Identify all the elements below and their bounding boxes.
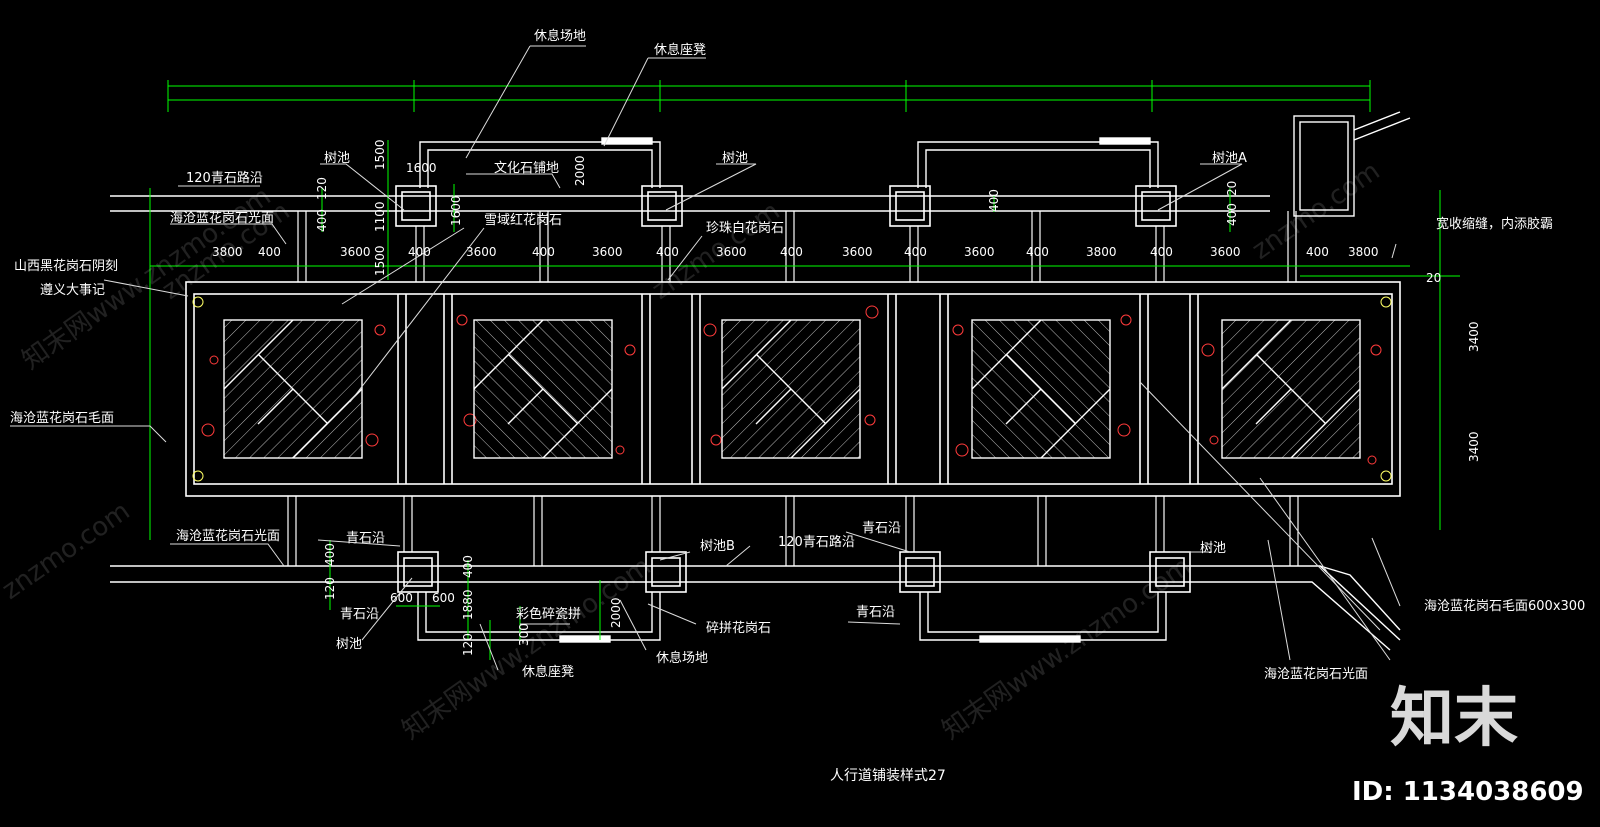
top-dimension-chain	[167, 80, 1371, 112]
label-color-mosaic: 彩色碎瓷拼	[516, 606, 581, 622]
dim-300: 300	[517, 623, 531, 646]
dim-row-5: 400	[532, 245, 555, 259]
label-rest-bench-top: 休息座凳	[654, 42, 706, 58]
dim-row-b: 3600	[1210, 245, 1241, 259]
dim-row-11: 400	[904, 245, 927, 259]
label-shanxi-black-granite: 山西黑花岗石阴刻	[14, 258, 118, 274]
bottom-connectors	[287, 496, 1299, 566]
label-stone-edge-1: 青石沿	[346, 531, 385, 546]
dim-row-a: 400	[1150, 245, 1173, 259]
dim-row-12: 3600	[964, 245, 995, 259]
dim-1600-b: 1600	[449, 195, 463, 226]
watermark-cn-3: 知末网www.znzmo.com	[937, 551, 1197, 745]
label-blue-granite-polished-bottom: 海沧蓝花岗石光面	[176, 528, 280, 544]
dim-600-b: 600	[432, 591, 455, 605]
label-broken-granite: 碎拼花岗石	[706, 620, 771, 636]
pinwheel-panel-5	[1221, 319, 1361, 459]
labels: 休息场地 休息座凳 树池 树池 树池A 120青石路沿 文化石铺地 海沧蓝花岗石…	[10, 28, 1585, 682]
label-tree-pit-b: 树池B	[700, 539, 735, 554]
green-dimension-lines	[149, 140, 1460, 660]
drawing-title: 人行道铺装样式27	[830, 768, 946, 784]
dim-3400-top: 3400	[1467, 321, 1481, 352]
dim-400-d: 400	[1225, 203, 1239, 226]
bottom-curb-lines	[110, 565, 1401, 651]
dim-row-d: 3800	[1348, 245, 1379, 259]
leader-lines	[10, 45, 1401, 671]
label-pearl-white-granite: 珍珠白花岗石	[706, 220, 784, 236]
label-stone-curb-120: 120青石路沿	[186, 170, 263, 186]
watermark-site-4: znzmo.com	[0, 496, 136, 606]
label-stone-edge-2: 青石沿	[862, 521, 901, 536]
dim-120-c: 120	[461, 633, 475, 656]
label-rest-bench-bottom: 休息座凳	[522, 664, 574, 680]
dim-400-e: 400	[461, 555, 475, 578]
panel-speckle	[201, 305, 1382, 465]
brand-logo: 知末	[1390, 682, 1518, 756]
label-blue-granite-polished-top: 海沧蓝花岗石光面	[170, 210, 274, 226]
pinwheel-panel-3	[721, 319, 861, 459]
label-rest-area-bottom: 休息场地	[656, 650, 708, 666]
watermark-cn-2: 知末网www.znzmo.com	[397, 551, 657, 745]
dim-120-b: 120	[323, 577, 337, 600]
dim-1500-top: 1500	[373, 139, 387, 170]
top-rest-areas	[419, 137, 1159, 188]
label-snow-red-granite: 雪域红花岗石	[484, 212, 562, 228]
label-stone-edge-4: 青石沿	[856, 605, 895, 620]
dim-20-a: 20	[1225, 181, 1239, 196]
label-zunyi-events: 遵义大事记	[40, 282, 105, 298]
dim-row-6: 3600	[592, 245, 623, 259]
dim-1500-mid: 1500	[373, 245, 387, 276]
dim-row-10: 3600	[842, 245, 873, 259]
dim-row-8: 3600	[716, 245, 747, 259]
dim-row-14: 3800	[1086, 245, 1117, 259]
dimension-texts: 1500 1600 120 400 1100 1500 1600 2000 40…	[212, 139, 1481, 656]
label-tree-pit-1: 树池	[324, 151, 350, 166]
dim-row-13: 400	[1026, 245, 1049, 259]
dim-120-a: 120	[315, 177, 329, 200]
dim-20-right: 20	[1426, 271, 1441, 285]
label-blue-granite-polished-br: 海沧蓝花岗石光面	[1264, 666, 1368, 682]
label-stone-curb-120-bottom: 120青石路沿	[778, 534, 855, 550]
image-id: ID: 1134038609	[1352, 777, 1584, 807]
dim-3400-bottom: 3400	[1467, 431, 1481, 462]
label-tree-pit-a: 树池A	[1212, 151, 1247, 166]
panel-corner-marks	[192, 296, 1392, 482]
dim-400-b: 400	[323, 543, 337, 566]
top-curb-lines	[110, 195, 1270, 212]
pinwheel-panel-4	[971, 319, 1111, 459]
top-connectors	[297, 211, 1297, 282]
dim-400-a: 400	[315, 209, 329, 232]
label-blue-granite-rough-600: 海沧蓝花岗石毛面600x300	[1424, 598, 1585, 614]
dim-400-c: 400	[987, 189, 1001, 212]
label-stone-edge-3: 青石沿	[340, 607, 379, 622]
dim-row-7: 400	[656, 245, 679, 259]
label-tree-pit-4: 树池	[336, 637, 362, 652]
dim-600-a: 600	[390, 591, 413, 605]
dim-1600-a: 1600	[406, 161, 437, 175]
dim-row-3: 400	[408, 245, 431, 259]
label-culture-stone-paving: 文化石铺地	[494, 161, 559, 176]
dim-1880: 1880	[461, 589, 475, 620]
label-tree-pit-2: 树池	[722, 151, 748, 166]
dim-row-c: 400	[1306, 245, 1329, 259]
label-blue-granite-rough-left: 海沧蓝花岗石毛面	[10, 410, 114, 426]
dim-row-9: 400	[780, 245, 803, 259]
bottom-rest-areas	[417, 592, 1167, 643]
label-expansion-joint: 宽收缩缝，内添胶霸	[1436, 216, 1553, 232]
dim-row-1: 400	[258, 245, 281, 259]
label-rest-area-top: 休息场地	[534, 28, 586, 44]
pinwheel-panel-1	[223, 319, 363, 459]
paving-band	[185, 281, 1401, 497]
pinwheel-panel-2	[473, 319, 613, 459]
dim-row-4: 3600	[466, 245, 497, 259]
right-kiosk	[1293, 111, 1411, 217]
dim-row-0: 3800	[212, 245, 243, 259]
dim-row-2: 3600	[340, 245, 371, 259]
dim-2000-top: 2000	[573, 155, 587, 186]
dim-2000-bottom: 2000	[609, 597, 623, 628]
label-tree-pit-3: 树池	[1200, 541, 1226, 556]
dim-1100: 1100	[373, 201, 387, 232]
